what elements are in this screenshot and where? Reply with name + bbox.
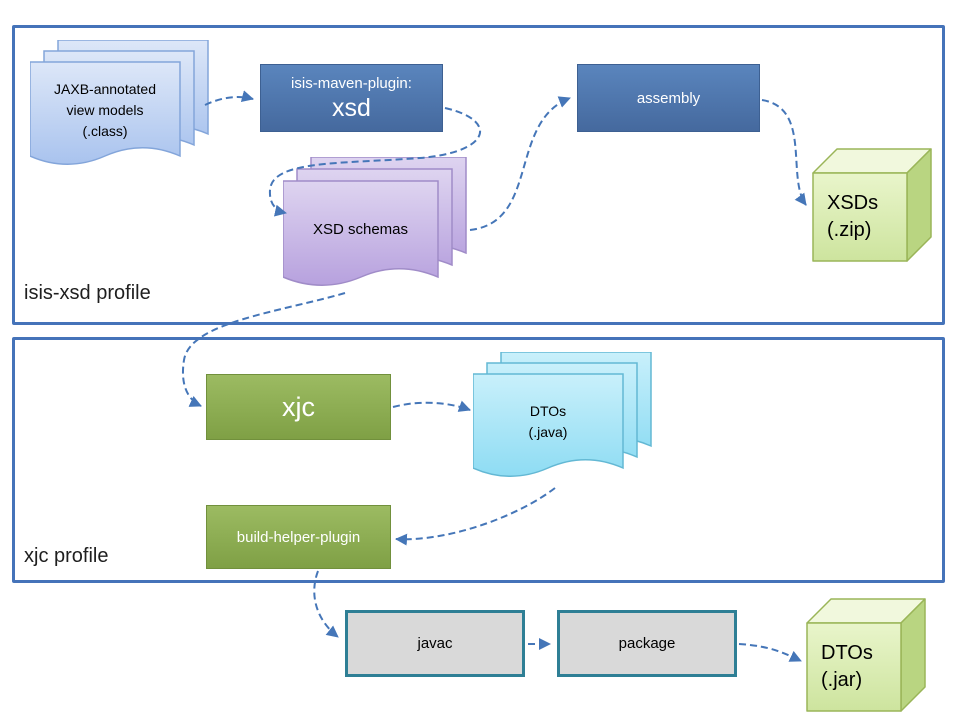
xjc-profile-label: xjc profile (24, 545, 109, 567)
xsds-zip-cube: XSDs (.zip) (812, 148, 934, 264)
plugin-label-line1: isis-maven-plugin: (291, 75, 412, 92)
assembly-label: assembly (636, 89, 701, 107)
package-label: package (618, 635, 676, 652)
dtos-jar-cube: DTOs (.jar) (806, 598, 928, 714)
jaxb-view-models-docs: JAXB-annotated view models (.class) (29, 39, 225, 175)
dtos-java-docs: DTOs (.java) (472, 351, 668, 487)
isis-xsd-profile-container (12, 25, 945, 325)
document-stack-shape (472, 351, 652, 477)
xjc-box: xjc (206, 374, 391, 440)
package-box: package (557, 610, 737, 677)
document-stack-shape (282, 156, 467, 286)
cube-shape (806, 598, 926, 712)
arrow-package-to-dtos-jar (738, 643, 802, 662)
xjc-label: xjc (282, 391, 315, 422)
xsd-schemas-docs: XSD schemas (282, 156, 483, 297)
plugin-label-line2: xsd (332, 94, 371, 122)
cube-shape (812, 148, 932, 262)
build-helper-plugin-label: build-helper-plugin (236, 528, 361, 546)
javac-label: javac (417, 635, 453, 652)
isis-xsd-profile-label: isis-xsd profile (24, 282, 151, 304)
build-helper-plugin-box: build-helper-plugin (206, 505, 391, 569)
javac-box: javac (345, 610, 525, 677)
xjc-profile-container (12, 337, 945, 583)
assembly-box: assembly (577, 64, 760, 132)
isis-maven-plugin-xsd-box: isis-maven-plugin: xsd (260, 64, 443, 132)
document-stack-shape (29, 39, 209, 165)
